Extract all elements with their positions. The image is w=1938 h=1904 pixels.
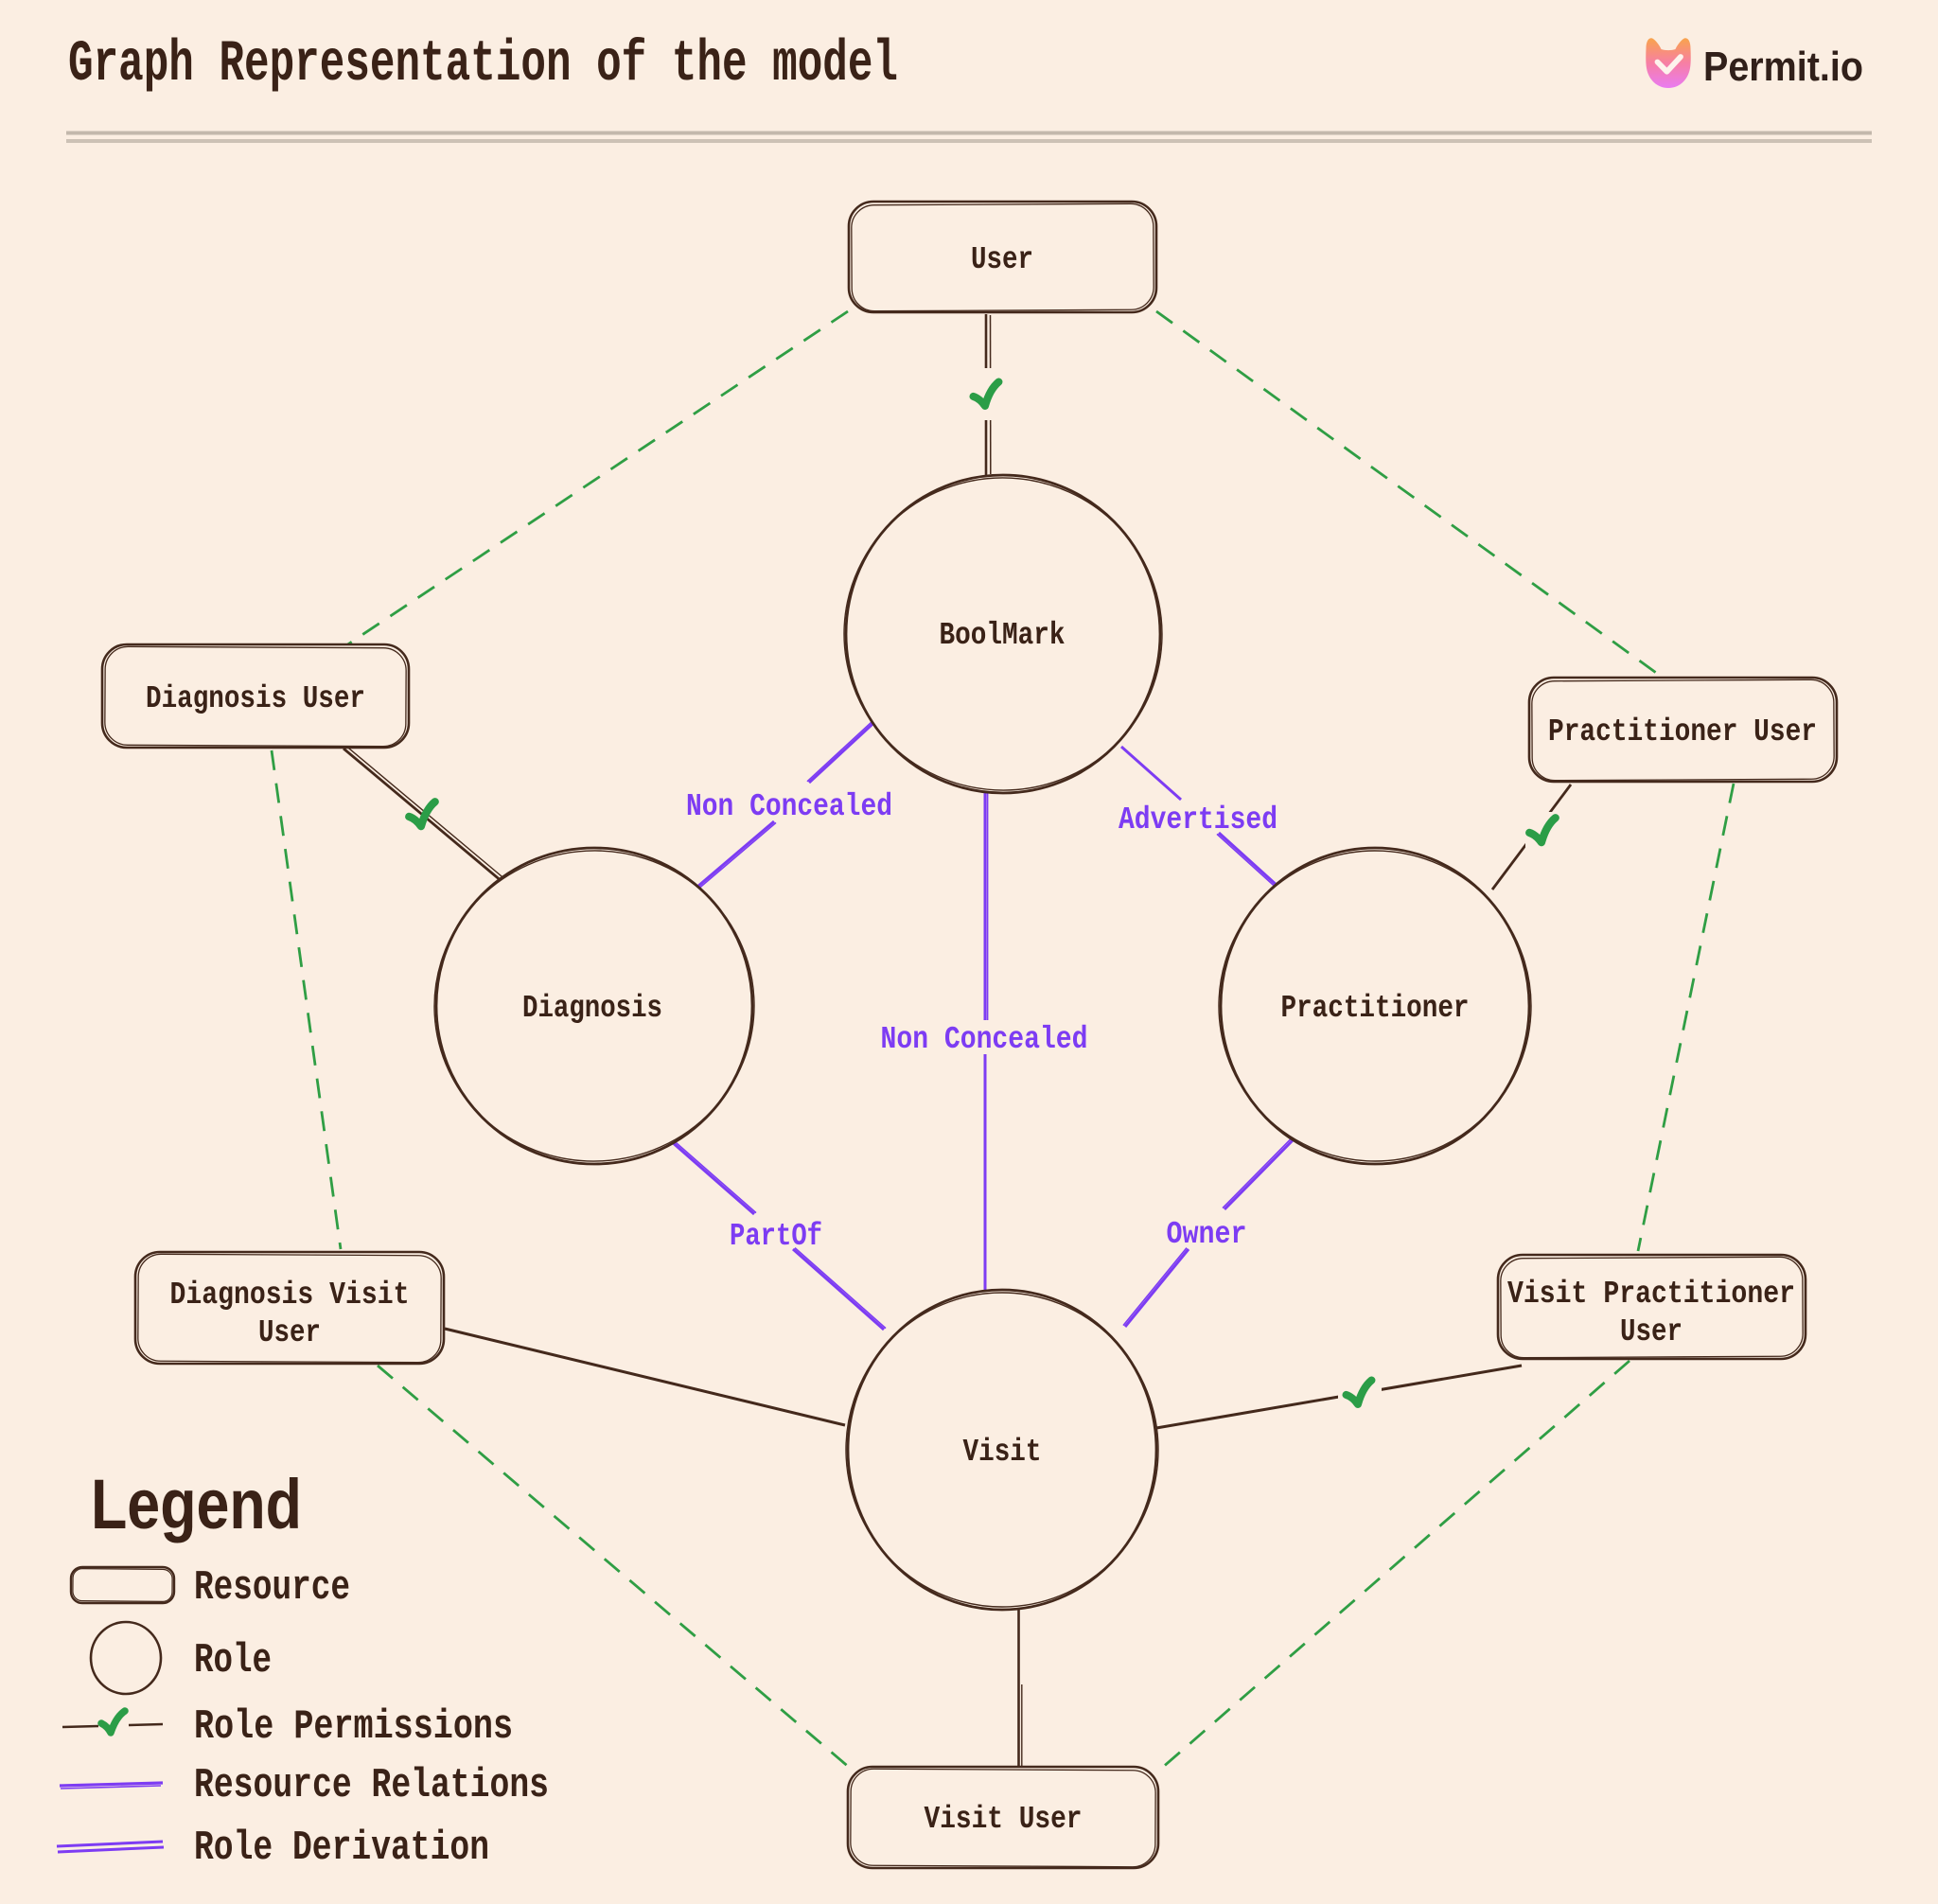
svg-text:Permit.io: Permit.io: [1703, 44, 1863, 90]
svg-text:Owner: Owner: [1167, 1217, 1247, 1252]
svg-text:Diagnosis User: Diagnosis User: [146, 681, 365, 716]
svg-text:Resource Relations: Resource Relations: [194, 1762, 549, 1809]
svg-text:Non Concealed: Non Concealed: [686, 789, 892, 824]
svg-text:Role Permissions: Role Permissions: [194, 1703, 513, 1751]
svg-text:Legend: Legend: [91, 1465, 302, 1543]
svg-text:User: User: [258, 1315, 321, 1350]
svg-text:Practitioner User: Practitioner User: [1548, 714, 1817, 749]
svg-text:Graph Representation of the mo: Graph Representation of the model: [68, 32, 898, 97]
svg-text:Role Derivation: Role Derivation: [194, 1825, 489, 1872]
svg-text:BoolMark: BoolMark: [940, 618, 1066, 653]
svg-text:Diagnosis Visit: Diagnosis Visit: [170, 1278, 410, 1313]
svg-text:Non Concealed: Non Concealed: [881, 1022, 1088, 1057]
svg-text:Resource: Resource: [194, 1564, 350, 1612]
svg-text:Visit: Visit: [963, 1435, 1042, 1470]
svg-text:User: User: [971, 242, 1033, 277]
svg-text:Practitioner: Practitioner: [1281, 991, 1470, 1026]
svg-text:PartOf: PartOf: [730, 1219, 822, 1254]
svg-text:Visit Practitioner: Visit Practitioner: [1507, 1277, 1795, 1312]
svg-text:Visit User: Visit User: [925, 1802, 1083, 1837]
svg-text:Advertised: Advertised: [1119, 802, 1277, 837]
svg-text:Role: Role: [194, 1637, 272, 1684]
svg-text:User: User: [1620, 1314, 1683, 1349]
svg-text:Diagnosis: Diagnosis: [522, 991, 662, 1026]
